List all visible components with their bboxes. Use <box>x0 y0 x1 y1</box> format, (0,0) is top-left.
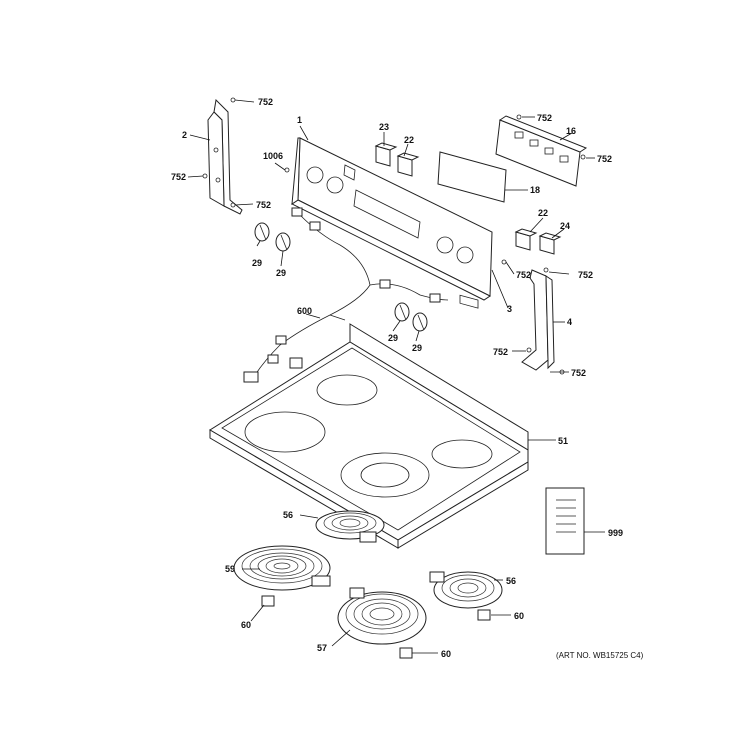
callout-knob: 29 <box>252 258 262 268</box>
wire-harness[interactable] <box>243 207 449 383</box>
terminal-block-bottom[interactable] <box>399 647 413 659</box>
surface-element-56-lower[interactable] <box>429 571 503 609</box>
callout-screw: 752 <box>493 347 508 357</box>
callout-leaders <box>187 99 605 654</box>
callout-screw: 752 <box>258 97 273 107</box>
callout-switch-24: 24 <box>560 221 570 231</box>
callout-screw: 752 <box>171 172 186 182</box>
callout-literature: 999 <box>608 528 623 538</box>
callout-switch-23: 23 <box>379 122 389 132</box>
control-board[interactable] <box>495 115 588 187</box>
infinite-switch-23[interactable] <box>374 142 398 167</box>
callout-screw-1006: 1006 <box>263 151 283 161</box>
surface-element-57[interactable] <box>337 587 427 645</box>
infinite-switch-24[interactable] <box>538 232 562 255</box>
literature-booklet[interactable] <box>545 487 585 555</box>
callout-switch-22: 22 <box>538 208 548 218</box>
knob-2[interactable] <box>275 232 291 252</box>
callout-screw: 752 <box>516 270 531 280</box>
knob-3[interactable] <box>394 302 410 322</box>
callout-element-56: 56 <box>506 576 516 586</box>
callout-bracket-mount: 3 <box>507 304 512 314</box>
infinite-switch-22-upper[interactable] <box>396 152 420 177</box>
callout-element-59: 59 <box>225 564 235 574</box>
terminal-block-left[interactable] <box>261 595 275 607</box>
callout-screw: 752 <box>537 113 552 123</box>
surface-element-56-upper[interactable] <box>315 510 385 543</box>
callout-screw: 752 <box>578 270 593 280</box>
right-side-bracket[interactable] <box>521 269 555 371</box>
terminal-block-right[interactable] <box>477 609 491 621</box>
callout-screw: 752 <box>256 200 271 210</box>
infinite-switch-22-lower[interactable] <box>514 228 538 251</box>
control-overlay[interactable] <box>437 151 507 309</box>
callout-control-board: 16 <box>566 126 576 136</box>
callout-overlay: 18 <box>530 185 540 195</box>
callout-labels: 752 2 752 752 1 1006 23 22 752 16 752 18… <box>171 97 644 660</box>
knob-4[interactable] <box>412 312 428 332</box>
callout-panel: 1 <box>297 115 302 125</box>
callout-knob: 29 <box>412 343 422 353</box>
callout-right-bracket: 4 <box>567 317 572 327</box>
left-side-bracket[interactable] <box>207 98 243 215</box>
callout-element-57: 57 <box>317 643 327 653</box>
knob-1[interactable] <box>254 222 270 242</box>
callout-left-bracket: 2 <box>182 130 187 140</box>
callout-knob: 29 <box>276 268 286 278</box>
callout-switch-22: 22 <box>404 135 414 145</box>
art-number: (ART NO. WB15725 C4) <box>556 651 644 660</box>
callout-element-56: 56 <box>283 510 293 520</box>
callout-terminal: 60 <box>241 620 251 630</box>
callout-harness: 600 <box>297 306 312 316</box>
callout-terminal: 60 <box>514 611 524 621</box>
control-panel-backsplash[interactable] <box>291 137 493 301</box>
surface-element-59[interactable] <box>233 545 331 591</box>
callout-cooktop: 51 <box>558 436 568 446</box>
callout-screw: 752 <box>597 154 612 164</box>
callout-knob: 29 <box>388 333 398 343</box>
glass-cooktop[interactable] <box>209 323 529 549</box>
callout-terminal: 60 <box>441 649 451 659</box>
callout-screw: 752 <box>571 368 586 378</box>
